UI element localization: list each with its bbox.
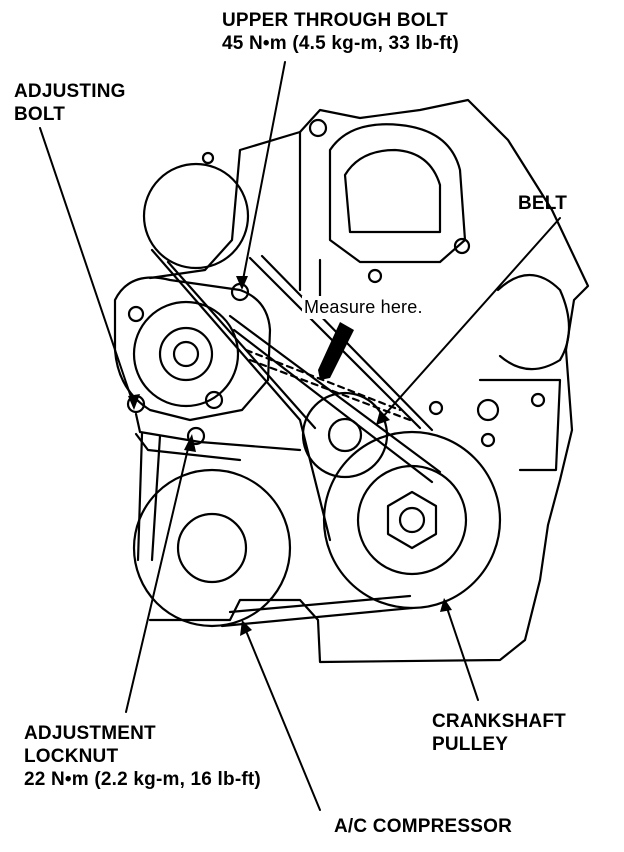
alternator-pulley: [132, 300, 240, 408]
upper-through-bolt-torque: 45 N•m (4.5 kg-m, 33 lb-ft): [222, 33, 459, 54]
ac-compressor-label: A/C COMPRESSOR: [334, 816, 513, 837]
crankshaft-pulley-line1: CRANKSHAFT: [432, 711, 566, 732]
crankshaft-pulley-line2: PULLEY: [432, 734, 509, 755]
belt-label: BELT: [518, 193, 567, 214]
adjustment-locknut-label: ADJUSTMENT LOCKNUT 22 N•m (2.2 kg-m, 16 …: [24, 722, 261, 791]
adjusting-bolt-line1: ADJUSTING: [14, 81, 126, 102]
ac-compressor-pulley: [132, 468, 292, 628]
adjusting-bolt-line2: BOLT: [14, 104, 66, 125]
adjustment-locknut-torque: 22 N•m (2.2 kg-m, 16 lb-ft): [24, 769, 261, 790]
measure-arrow: [318, 322, 354, 380]
drive-belt: [150, 248, 442, 542]
crankshaft-pulley-label: CRANKSHAFT PULLEY: [432, 710, 566, 756]
power-steering-pulley: [142, 162, 250, 270]
adjustment-locknut-line1: ADJUSTMENT: [24, 723, 156, 744]
measure-here-label: Measure here.: [302, 296, 425, 319]
crankshaft-pulley-shape: [322, 430, 502, 610]
adjusting-bolt-label: ADJUSTING BOLT: [14, 80, 126, 126]
upper-through-bolt-label: UPPER THROUGH BOLT 45 N•m (4.5 kg-m, 33 …: [222, 9, 459, 55]
upper-through-bolt-title: UPPER THROUGH BOLT: [222, 10, 448, 31]
alternator-bracket: [113, 276, 272, 422]
adjustment-locknut-line2: LOCKNUT: [24, 746, 119, 767]
cam-housing: [328, 123, 467, 264]
